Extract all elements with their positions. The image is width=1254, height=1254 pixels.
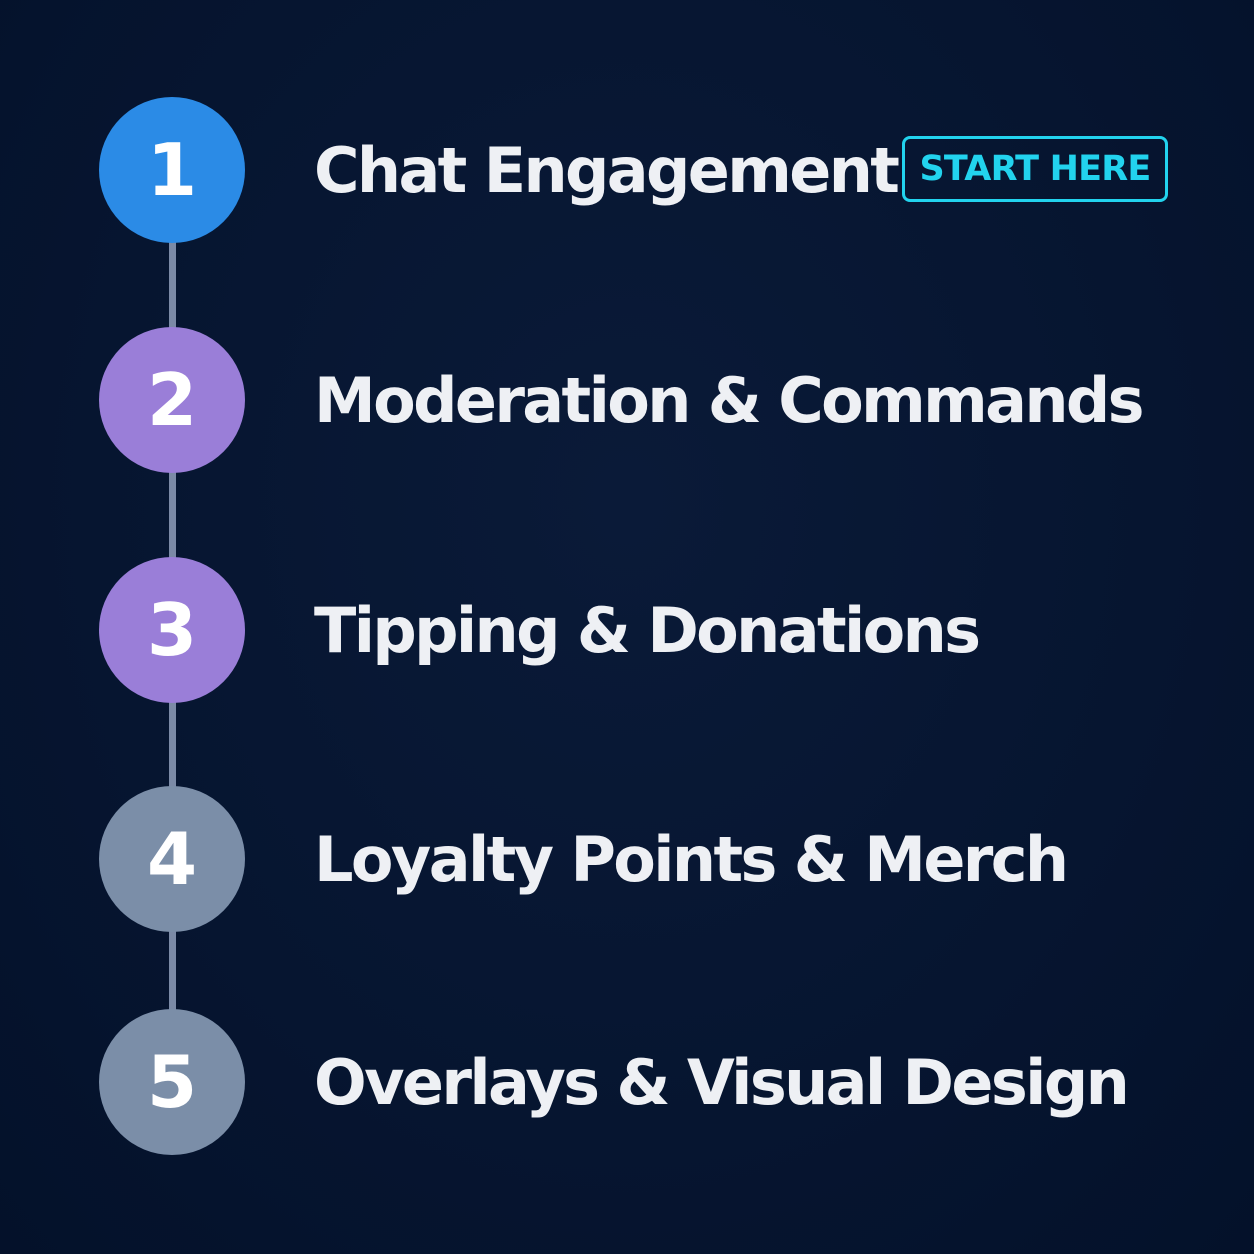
step-5-circle: 5	[99, 1009, 245, 1155]
connector-line-1-2	[169, 236, 176, 334]
step-1-circle: 1	[99, 97, 245, 243]
connector-line-2-3	[169, 466, 176, 564]
step-2-circle: 2	[99, 327, 245, 473]
step-4-label: Loyalty Points & Merch	[314, 822, 1069, 896]
connector-line-4-5	[169, 924, 176, 1016]
step-3-circle: 3	[99, 557, 245, 703]
step-3-label: Tipping & Donations	[314, 593, 981, 667]
connector-line-3-4	[169, 696, 176, 794]
start-here-badge: START HERE	[902, 136, 1168, 202]
step-2-label: Moderation & Commands	[314, 363, 1145, 437]
step-5-label: Overlays & Visual Design	[314, 1045, 1130, 1119]
step-4-circle: 4	[99, 786, 245, 932]
step-1-label: Chat Engagement	[314, 133, 900, 207]
